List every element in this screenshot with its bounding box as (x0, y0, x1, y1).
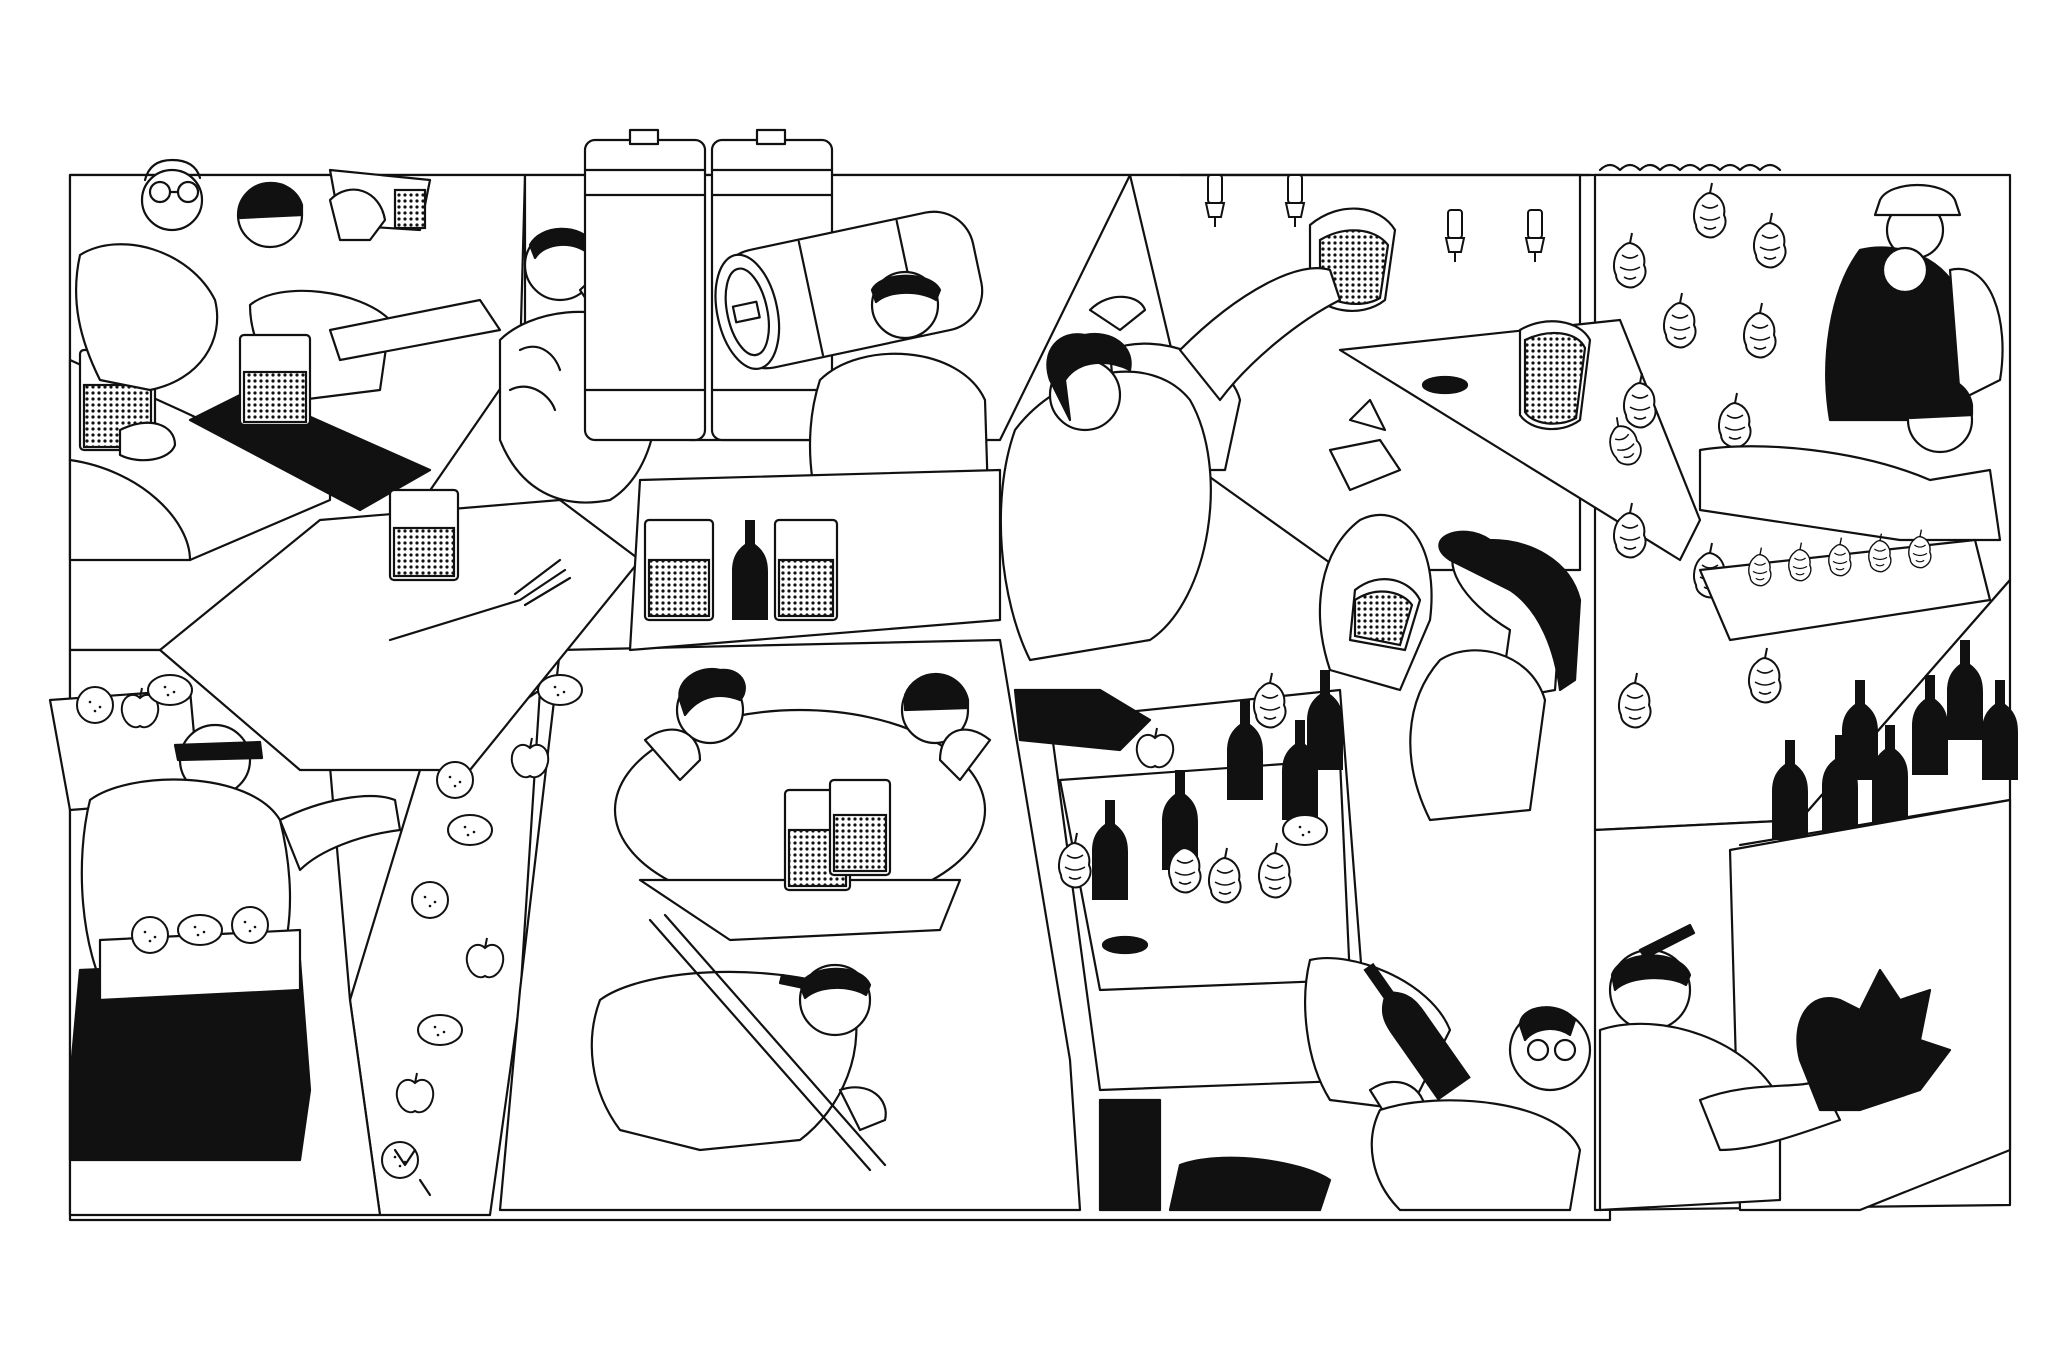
keg-icon (583, 138, 707, 442)
hops-scene (1598, 163, 2004, 729)
fruit-scene (48, 674, 583, 1197)
sausage-icon (1088, 295, 1147, 332)
lemon-icon (537, 674, 583, 706)
orange-icon (381, 1141, 419, 1179)
orange-icon (436, 761, 474, 799)
lemon-icon (447, 814, 493, 846)
fork-icon (388, 558, 572, 642)
thumbs-up-icon (1328, 438, 1402, 492)
lemon-icon (1282, 814, 1328, 846)
waving-hand-icon (1796, 968, 1952, 1112)
bottle-crate-scene (1058, 670, 1592, 1212)
lemon-icon (417, 1014, 463, 1046)
drinker-scene (1409, 530, 1582, 822)
wine-bottle-icon (1307, 670, 1343, 770)
wine-bottle-icon (1363, 962, 1471, 1101)
person-head (140, 168, 204, 232)
round-table-scene (590, 667, 992, 1172)
hop-cone-icon (1253, 672, 1287, 729)
orange-icon (411, 881, 449, 919)
keg-scene (583, 128, 1002, 652)
tap-wall-scene (999, 173, 1702, 752)
bar-counter-scene (68, 158, 658, 772)
bottle-shelf-scene (1598, 640, 2018, 1212)
